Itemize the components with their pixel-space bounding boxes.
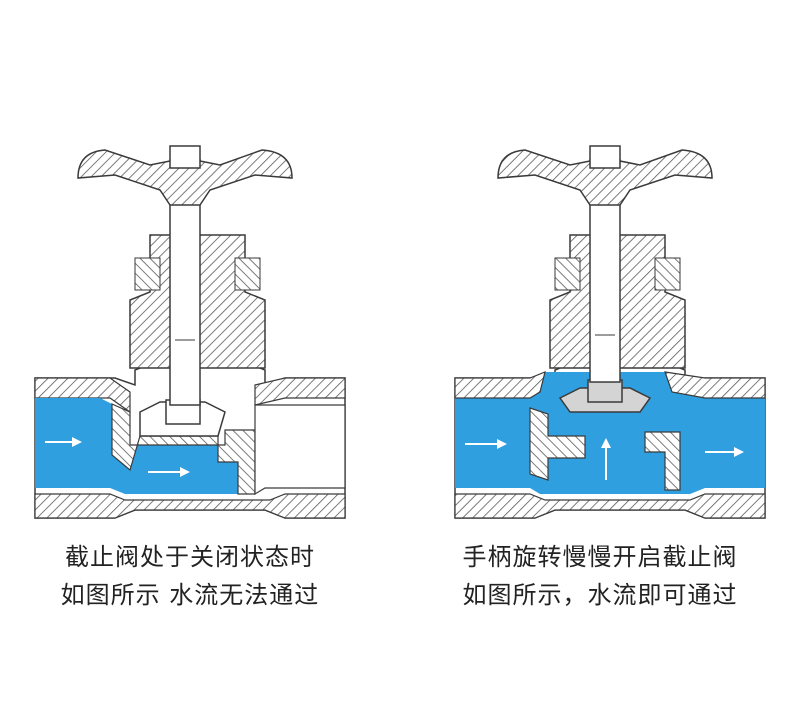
closed-valve-caption: 截止阀处于关闭状态时 如图所示 水流无法通过 [20, 538, 360, 614]
handwheel [77, 149, 293, 206]
outlet-chamber [254, 404, 346, 496]
valve-top-wall-right [254, 377, 346, 406]
valve-bottom-wall [34, 493, 346, 519]
valve-top-wall-right [664, 371, 766, 399]
caption-line: 手柄旋转慢慢开启截止阀 [462, 543, 738, 571]
bonnet-packing [554, 257, 681, 291]
valve-diagrams [34, 145, 766, 519]
handwheel-nut [589, 145, 621, 169]
closed-valve-diagram [34, 145, 346, 519]
seat-partition-left [529, 407, 586, 481]
caption-line: 如图所示，水流即可通过 [462, 581, 738, 609]
caption-line: 截止阀处于关闭状态时 [65, 543, 315, 571]
seat-partition [111, 403, 256, 495]
caption-line: 如图所示 水流无法通过 [60, 581, 320, 609]
handwheel [497, 149, 713, 206]
open-valve-diagram [454, 145, 766, 519]
disc-nut [587, 379, 623, 403]
open-valve-caption: 手柄旋转慢慢开启截止阀 如图所示，水流即可通过 [430, 538, 770, 614]
seat-partition-right [644, 431, 681, 491]
valve-bottom-wall [454, 493, 766, 519]
handwheel-nut [169, 145, 201, 169]
valve-top-wall [454, 371, 546, 399]
bonnet-packing [134, 257, 261, 291]
